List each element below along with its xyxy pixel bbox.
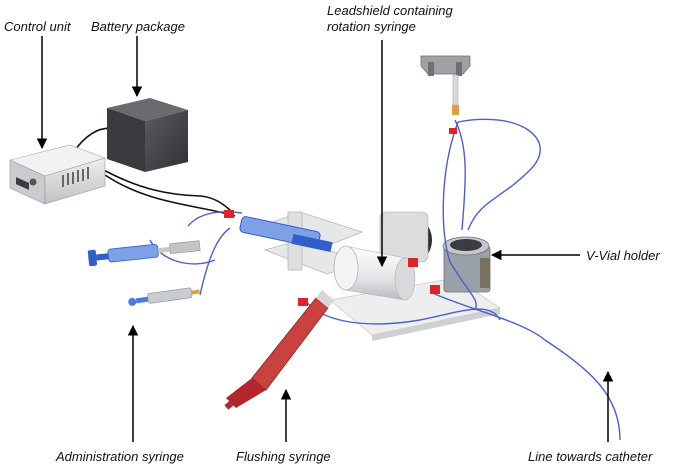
label-battery-package: Battery package [91,19,185,34]
control-unit-device [9,144,106,205]
label-line-towards-catheter: Line towards catheter [528,449,653,464]
label-leadshield-line2: rotation syringe [327,19,416,34]
flushing-syringe-device [224,290,334,410]
label-administration-syringe: Administration syringe [56,449,184,464]
blue-syringe [87,240,201,267]
v-vial-holder-device [442,236,491,293]
label-leadshield-line1: Leadshield containing [327,3,453,18]
rotation-syringe-barrel [239,216,333,253]
label-flushing-syringe: Flushing syringe [236,449,331,464]
leadshield-cylinder [333,245,416,301]
annotation-arrows [36,36,614,442]
administration-syringe-device [128,287,200,306]
vial-rack [420,55,471,115]
battery-package-device [107,98,188,172]
label-control-unit: Control unit [4,19,71,34]
label-v-vial-holder: V-Vial holder [586,248,660,263]
stopcock-valves [224,128,457,306]
